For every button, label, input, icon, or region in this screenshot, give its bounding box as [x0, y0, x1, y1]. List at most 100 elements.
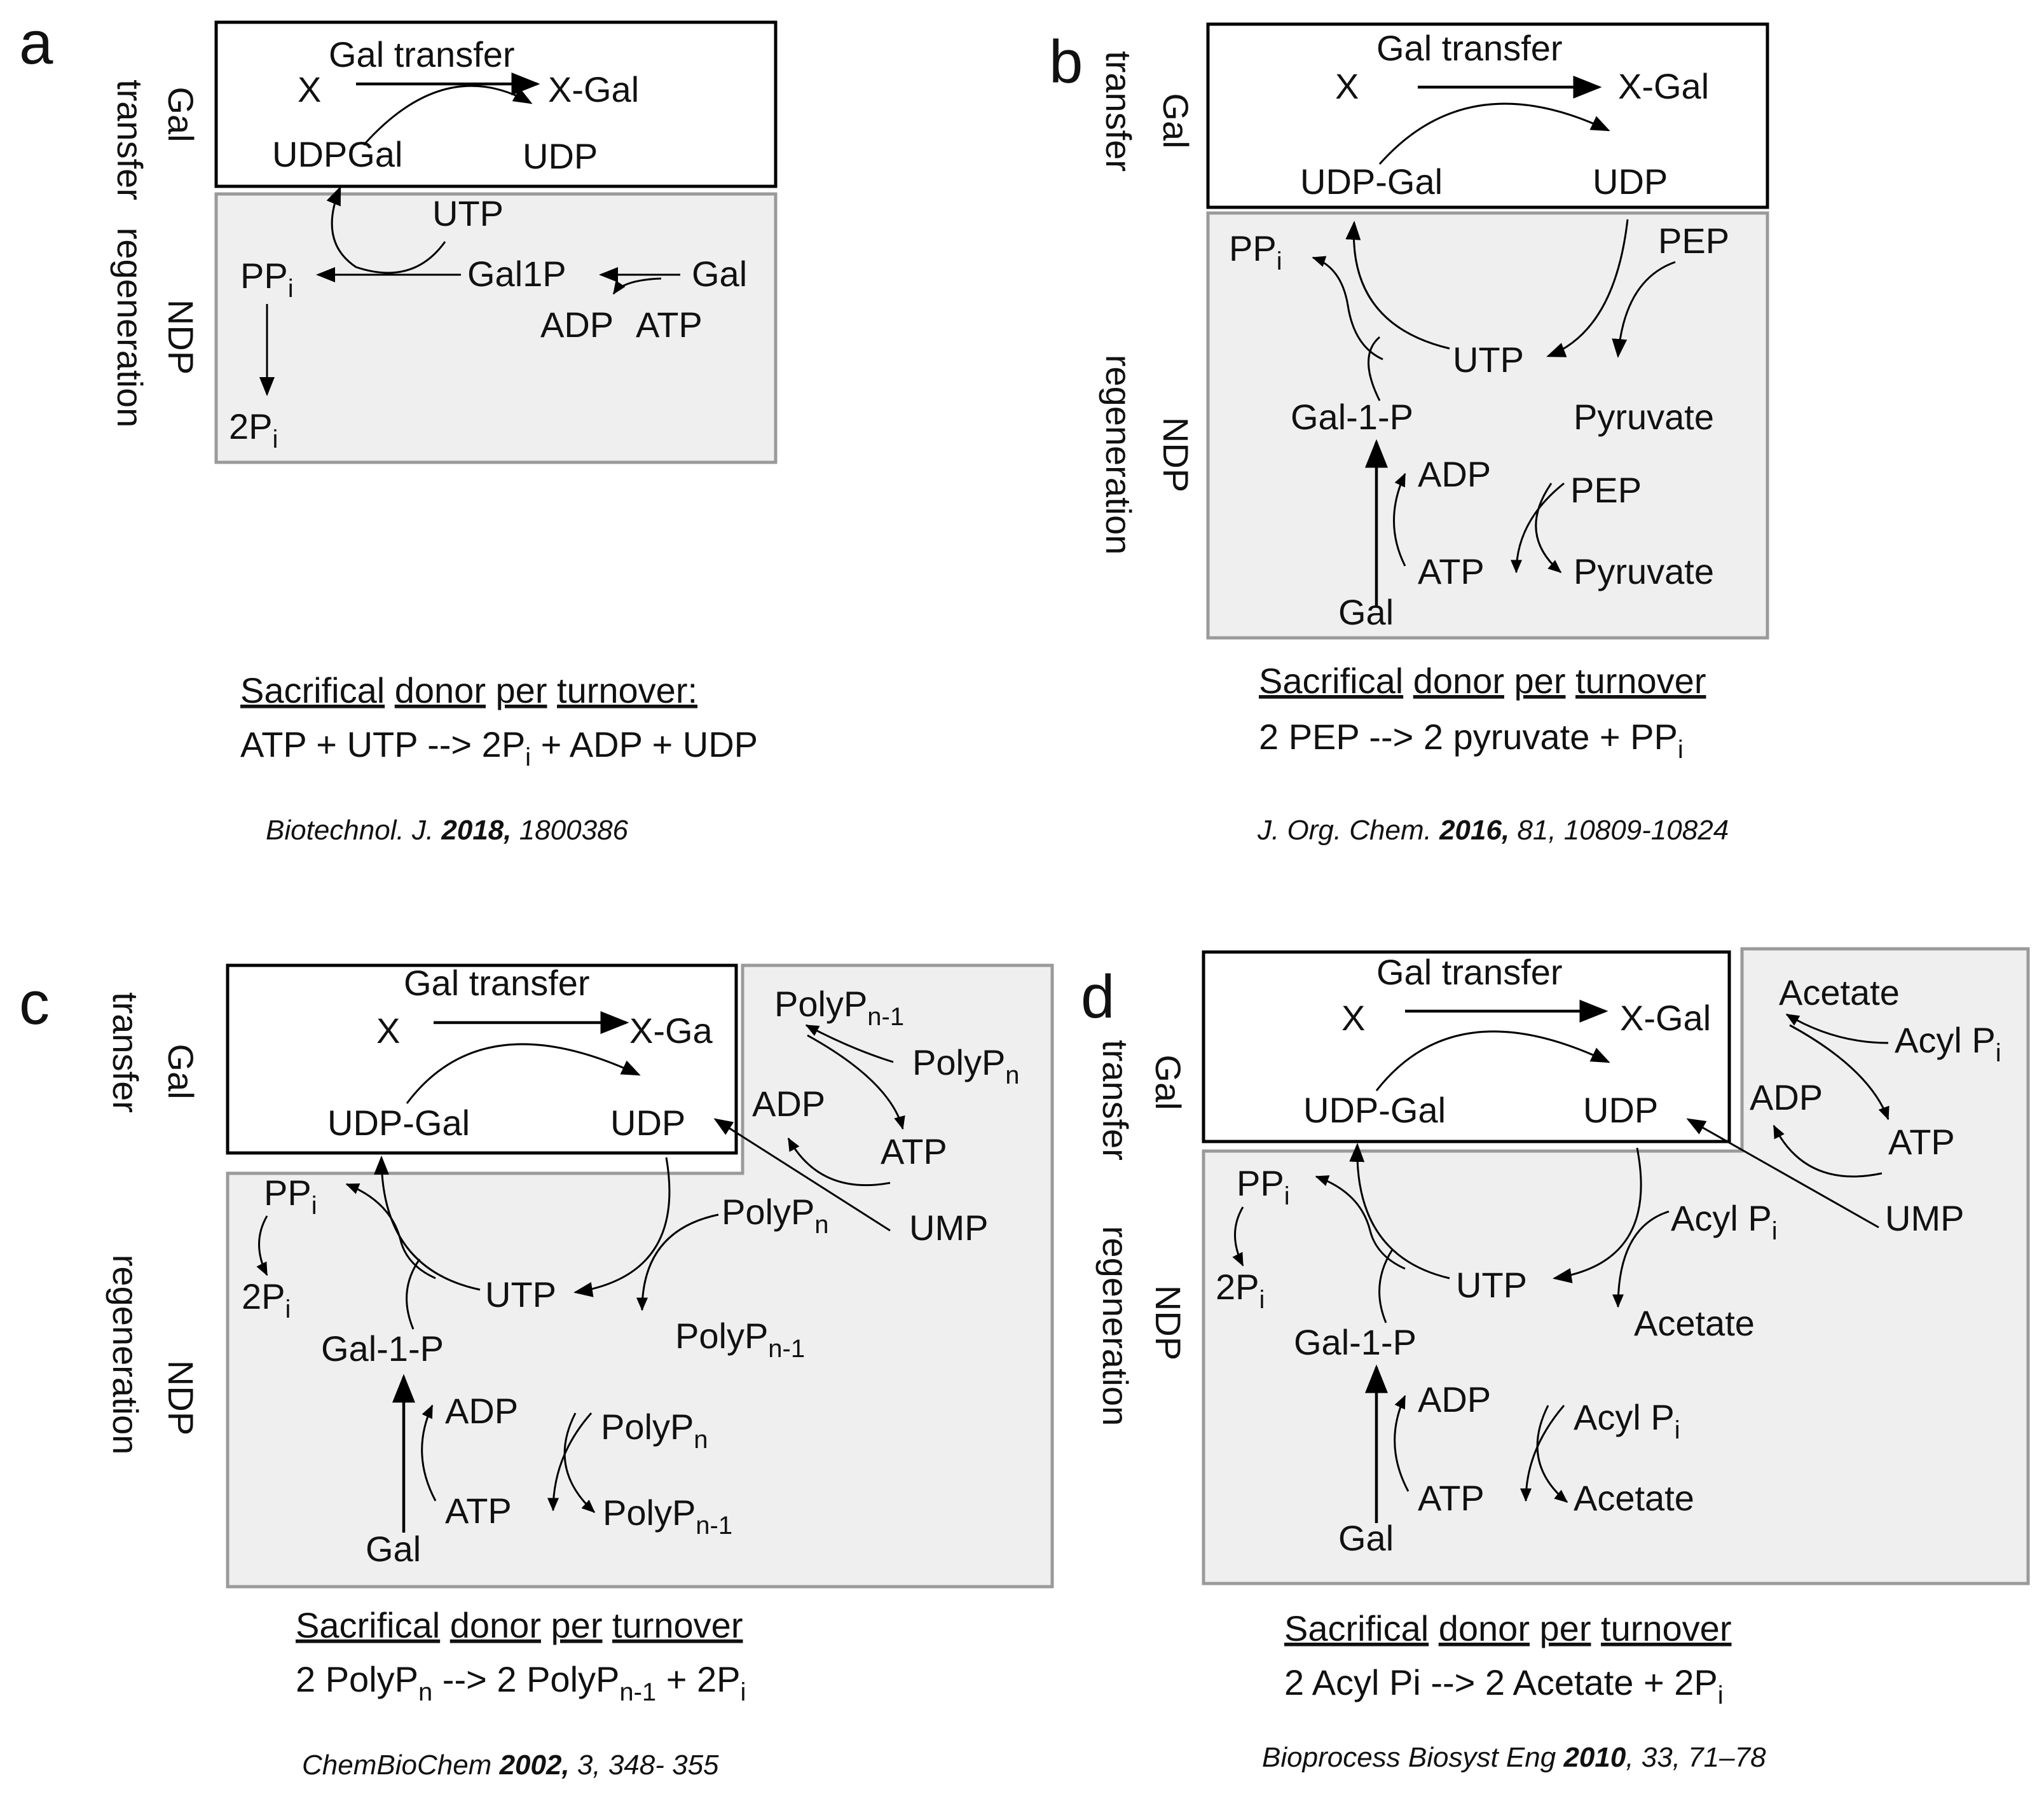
gal-transfer-label: Gal transfer: [1376, 952, 1563, 992]
udp-label: UDP: [610, 1103, 685, 1143]
udpgal-label: UDP-Gal: [1303, 1090, 1446, 1130]
citation: Bioprocess Biosyst Eng 2010, 33, 71–78: [1262, 1742, 1766, 1773]
adp-label: ADP: [540, 305, 614, 345]
panel-c: c Gal transfer NDP regeneration Gal tran…: [19, 963, 1054, 1781]
gal1p-cycle-curve: [1378, 1249, 1394, 1323]
udp-label: UDP: [1593, 162, 1668, 202]
donor-heading: Sacrifical donor per turnover: [296, 1605, 743, 1645]
gal-transfer-box: [226, 963, 738, 1155]
udp-to-utp-curve: [1553, 1147, 1642, 1283]
product-x-gal: X-Ga: [629, 1011, 713, 1051]
pep-label: PEP: [1658, 221, 1729, 261]
side-label-gal: Gal: [161, 86, 201, 142]
acetate-top: Acetate: [1779, 972, 1900, 1012]
utp-label: UTP: [1456, 1265, 1527, 1305]
donor-heading: Sacrifical donor per turnover: [1259, 661, 1706, 701]
adp-label-right: ADP: [1750, 1077, 1823, 1117]
atp-to-adp-curve: [612, 277, 662, 295]
atp-to-adp-curve: [421, 1404, 437, 1501]
to-ppi-curve: [1315, 1175, 1406, 1270]
panel-c-side-labels: Gal transfer NDP regeneration: [106, 992, 201, 1454]
polyp-n-b1: PolyPn: [601, 1407, 708, 1454]
panel-c-letter: c: [19, 969, 50, 1037]
utp-to-udpgal-curve: [374, 1156, 481, 1291]
panel-a-labels: Gal transfer X X-Gal UDPGal UDP UTP PPi …: [229, 34, 747, 453]
side-label-gal: Gal: [1156, 93, 1196, 148]
two-pi-label: 2Pi: [1216, 1267, 1265, 1314]
ndp-regeneration-box: [1206, 211, 1769, 640]
panel-d-labels: Gal transfer X X-Gal UDP-Gal UDP Acetate…: [1216, 952, 2001, 1558]
gal-label: Gal: [1338, 1518, 1394, 1558]
atp-label: ATP: [1418, 551, 1485, 591]
donor-equation: 2 PolyPn --> 2 PolyPn-1 + 2Pi: [296, 1659, 746, 1706]
donor-equation: 2 PEP --> 2 pyruvate + PPi: [1259, 717, 1684, 764]
gal-transfer-box: [1202, 950, 1731, 1143]
side-label-transfer: transfer: [1095, 1040, 1135, 1161]
polyp-n-mid: PolyPn: [722, 1192, 829, 1239]
ppi-label: PPi: [1237, 1163, 1290, 1210]
utp-to-udpgal-curve: [1345, 221, 1450, 350]
ppi-label: PPi: [1229, 228, 1282, 275]
acyl-to-atp-curve: [1789, 1024, 1890, 1121]
panel-d-side-labels: Gal transfer NDP regeneration: [1095, 1040, 1188, 1426]
atp-label-right: ATP: [881, 1131, 947, 1171]
pyruvate-label-2: Pyruvate: [1574, 551, 1714, 591]
side-label-gal: Gal: [161, 1044, 201, 1099]
product-x-gal: X-Gal: [548, 69, 639, 109]
citation: Biotechnol. J. 2018, 1800386: [266, 815, 629, 846]
acylpi-mid: Acyl Pi: [1671, 1198, 1778, 1245]
to-ppi-curve: [1312, 256, 1383, 361]
panel-b: b Gal transfer NDP regeneration Gal tran…: [1049, 22, 1769, 846]
panel-d-arrows: [1232, 1000, 1890, 1523]
panel-b-letter: b: [1049, 28, 1083, 96]
ump-label: UMP: [909, 1208, 988, 1248]
side-label-regeneration: regeneration: [106, 1255, 146, 1454]
gal-transfer-label: Gal transfer: [404, 963, 590, 1003]
atp-to-adp-curve: [1394, 1395, 1410, 1492]
substrate-x: X: [1335, 66, 1359, 106]
gal-transfer-box: [214, 20, 778, 188]
pep-to-atp-curve: [1511, 482, 1565, 574]
donor-equation: ATP + UTP --> 2Pi + ADP + UDP: [240, 724, 758, 771]
udpgal-label: UDPGal: [272, 134, 402, 174]
donor-equation: 2 Acyl Pi --> 2 Acetate + 2Pi: [1284, 1662, 1724, 1709]
acetate-b: Acetate: [1574, 1478, 1694, 1518]
product-x-gal: X-Gal: [1620, 998, 1711, 1038]
atp-to-adp-curve: [787, 1137, 891, 1187]
substrate-x: X: [298, 69, 321, 109]
gal1p-label: Gal-1-P: [1291, 397, 1413, 437]
acyl-to-atp-curve-b: [1520, 1405, 1565, 1502]
ump-to-udp-arrow: [1686, 1118, 1879, 1229]
acyl-regen-curve: [1785, 1013, 1889, 1044]
donor-heading: Sacrifical donor per turnover:: [240, 670, 697, 710]
panel-a-letter: a: [19, 9, 53, 77]
ppi-label: PPi: [240, 256, 294, 303]
panel-b-caption: Sacrifical donor per turnover 2 PEP --> …: [1257, 661, 1729, 846]
udp-label: UDP: [523, 136, 598, 176]
panel-c-labels: Gal transfer X X-Ga UDP-Gal UDP PolyPn-1…: [242, 963, 1020, 1569]
gal1p-cycle-curve: [406, 1259, 421, 1330]
polyp-n1-b2: PolyPn-1: [603, 1493, 732, 1540]
panel-a: a Gal transfer NDP regeneration Gal tran…: [19, 9, 778, 846]
ump-label: UMP: [1885, 1198, 1964, 1238]
panel-d: d Gal transfer NDP regeneration Gal tran…: [1081, 947, 2030, 1773]
ndp-regeneration-box: [214, 192, 778, 464]
utp-label: UTP: [432, 193, 504, 233]
polyp-to-polyp-b2-curve: [563, 1412, 596, 1514]
to-pyruvate-curve: [1535, 483, 1562, 574]
acyl-to-acetate-curve-b: [1536, 1405, 1568, 1503]
side-label-transfer: transfer: [106, 992, 146, 1113]
panel-b-labels: Gal transfer X X-Gal UDP-Gal UDP PPi PEP…: [1229, 28, 1729, 632]
udp-to-utp-curve: [1546, 219, 1629, 357]
udp-label: UDP: [1583, 1090, 1658, 1130]
panel-b-arrows: [1312, 76, 1676, 607]
side-label-ndp: NDP: [1148, 1285, 1188, 1360]
substrate-x: X: [376, 1011, 400, 1051]
substrate-x: X: [1341, 998, 1365, 1038]
side-label-ndp: NDP: [1156, 417, 1196, 492]
utp-to-udpgal-curve: [1349, 1143, 1450, 1280]
ppi-to-2pi-curve: [256, 1215, 268, 1276]
gal1p-cycle-curve: [1368, 336, 1381, 401]
utp-label: UTP: [485, 1274, 556, 1314]
